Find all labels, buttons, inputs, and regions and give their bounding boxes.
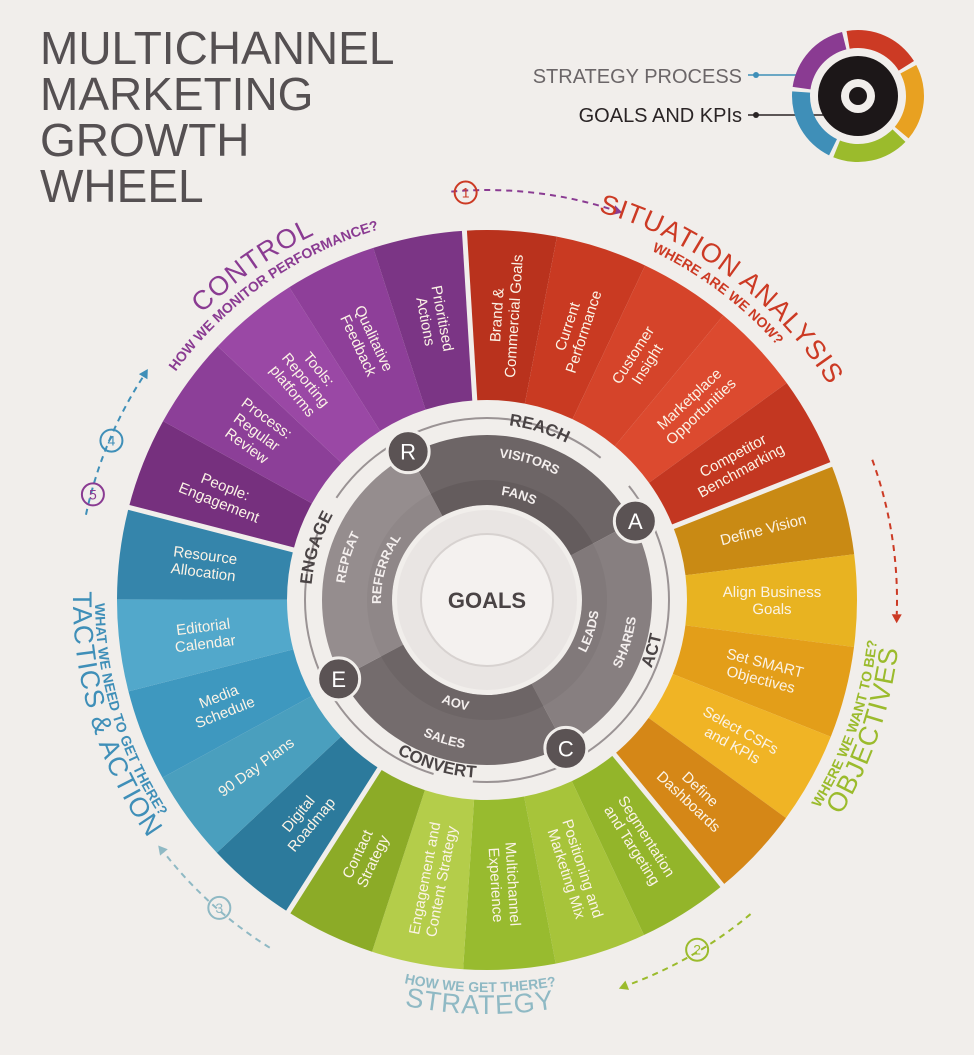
- legend: STRATEGY PROCESS GOALS AND KPIs: [533, 29, 925, 162]
- legend-wheel-icon: [792, 29, 925, 162]
- legend-outer-dot: [753, 72, 759, 78]
- legend-ring-segment: [792, 91, 837, 156]
- segment-process-regular-review: [163, 346, 342, 504]
- stage-number-badge-3: [207, 895, 232, 920]
- segment-contact-strategy: [288, 768, 425, 952]
- segment-editorial-calendar: [117, 599, 294, 692]
- race-outer-line: [304, 417, 670, 783]
- stage-number-2: 2: [693, 942, 701, 958]
- race-letter-badge-reach: [385, 429, 431, 475]
- goals-label: GOALS: [448, 588, 526, 613]
- segment-engagement-and-content-strategy: [372, 790, 475, 970]
- segment-label-resource-allocation: ResourceAllocation: [170, 543, 239, 585]
- stage-divider: [285, 765, 383, 916]
- segment-define-vision: [673, 464, 855, 576]
- segment-90-day-plans: [162, 696, 341, 853]
- cycle-arrow-1: [871, 459, 898, 615]
- segment-segmentation-and-targeting: [571, 754, 723, 936]
- stage-number-1: 1: [462, 185, 470, 201]
- legend-core-center: [849, 87, 867, 105]
- stage-divider: [611, 751, 726, 889]
- cycle-arrow-5: [451, 189, 615, 212]
- segment-positioning-and-marketing-mix: [524, 781, 644, 964]
- stage-divider: [461, 228, 478, 403]
- segment-resource-allocation: [117, 507, 294, 600]
- segment-current-performance: [524, 236, 646, 420]
- segment-define-dashboards: [614, 717, 786, 886]
- stage-number-5: 5: [89, 486, 97, 502]
- legend-ring-segment: [846, 29, 914, 71]
- goals-hub: [420, 533, 554, 667]
- cycle-arrow-4: [84, 376, 144, 515]
- segment-brand-commercial-goals: [464, 230, 557, 404]
- segment-label-process-regular-review: Process:RegularReview: [218, 395, 295, 471]
- segment-multichannel-experience: [463, 796, 556, 970]
- title-line-3: GROWTH: [40, 114, 250, 166]
- race-letter-engage: E: [331, 667, 346, 692]
- cycle-arrowhead-5: [612, 205, 623, 215]
- segment-align-business-goals: [685, 554, 857, 648]
- legend-inner-dot: [753, 112, 759, 118]
- segment-label-multichannel-experience: MultichannelExperience: [484, 841, 523, 927]
- race-letter-badge-convert: [543, 725, 589, 771]
- stage-number-4: 4: [108, 433, 116, 449]
- process-cycle-arrows: [84, 189, 902, 990]
- legend-ring-segment: [833, 129, 906, 162]
- segment-label-brand-commercial-goals: Brand &Commercial Goals: [485, 253, 527, 378]
- legend-ring-segment: [792, 31, 847, 90]
- cycle-arrowhead-4: [138, 369, 148, 380]
- title-line-2: MARKETING: [40, 68, 313, 120]
- stage-number-badge-4: [99, 428, 124, 453]
- segment-media-schedule: [128, 649, 312, 778]
- race-inner-band-reach: [430, 479, 593, 556]
- cycle-arrow-3: [163, 851, 271, 949]
- title-line-1: MULTICHANNEL: [40, 22, 394, 74]
- stage-number-badge-1: [453, 180, 478, 205]
- segment-marketplace-opportunities: [614, 315, 787, 483]
- segment-digital-roadmap: [216, 736, 380, 913]
- stage-number-badge-2: [685, 937, 710, 962]
- cycle-arrow-2: [626, 913, 752, 987]
- race-inner-band-act: [531, 543, 608, 706]
- segment-prioritised-actions: [373, 230, 475, 410]
- main-title: MULTICHANNEL MARKETING GROWTH WHEEL: [40, 22, 394, 212]
- stage-number-3: 3: [215, 900, 223, 916]
- cycle-arrowhead-3: [158, 845, 168, 856]
- title-line-4: WHEEL: [40, 160, 204, 212]
- segment-qualitative-feedback: [289, 247, 426, 431]
- race-letter-badge-engage: [316, 656, 362, 702]
- stage-number-badge-5: [80, 482, 105, 507]
- stage-divider: [670, 461, 835, 530]
- legend-inner-label: GOALS AND KPIs: [579, 105, 742, 127]
- race-letter-reach: R: [400, 440, 416, 465]
- stage-divider: [126, 504, 296, 553]
- race-letter-convert: C: [558, 736, 574, 761]
- race-letter-badge-act: [612, 498, 658, 544]
- legend-outer-label: STRATEGY PROCESS: [533, 66, 742, 88]
- race-inner-band-engage: [367, 494, 443, 657]
- race-letter-act: A: [628, 509, 643, 534]
- segment-select-csfs-and-kpis: [648, 673, 831, 819]
- segment-set-smart-objectives: [672, 625, 855, 737]
- segment-tools-reporting-platforms: [217, 287, 381, 463]
- cycle-arrowhead-1: [891, 614, 902, 624]
- race-ring: GOALSREACHVISITORSFANSRACTSHARESLEADSACO…: [291, 404, 683, 796]
- race-inner-band-convert: [381, 644, 544, 721]
- cycle-arrowhead-2: [618, 980, 630, 990]
- legend-ring-segment: [894, 65, 925, 139]
- segment-customer-insight: [572, 265, 724, 447]
- segment-competitor-benchmarking: [649, 383, 832, 527]
